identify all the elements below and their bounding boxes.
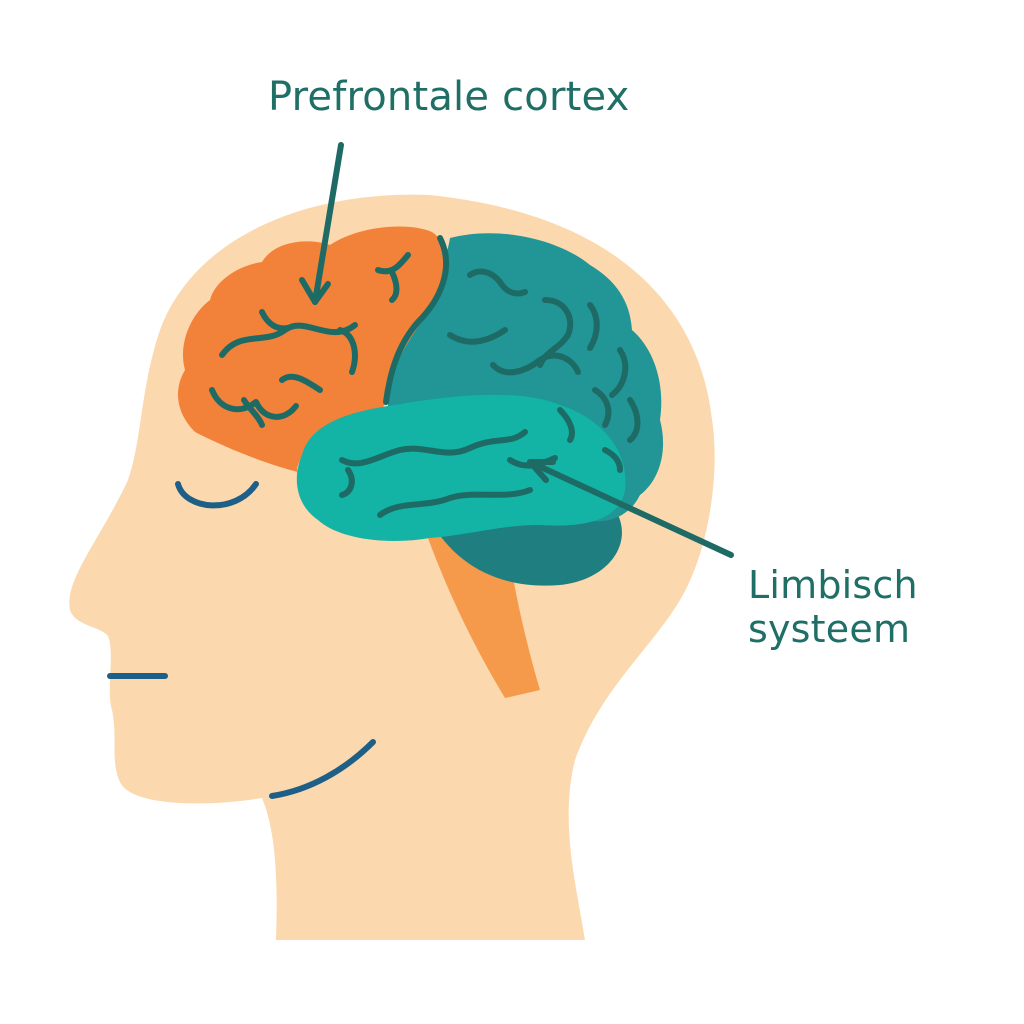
prefrontal-arrow-line — [312, 142, 344, 305]
label-prefrontal-cortex: Prefrontale cortex — [268, 74, 630, 120]
limbic-arrow-line — [527, 459, 734, 558]
prefrontal-arrow-head — [299, 277, 331, 305]
label-limbic-line2: systeem — [748, 606, 911, 651]
posterior-gyri — [447, 268, 641, 473]
prefrontal-gyri — [209, 252, 411, 428]
jaw-line — [269, 739, 376, 799]
limbic-system — [296, 394, 626, 541]
label-limbic-line1: Limbisch — [748, 563, 918, 607]
face-lines — [107, 481, 376, 799]
pointer-arrows — [299, 142, 734, 558]
limbic-arrow-head — [527, 459, 556, 483]
closed-eye — [175, 481, 259, 509]
central-sulcus — [383, 235, 450, 405]
label-limbic-system: Limbisch systeem — [748, 563, 918, 651]
